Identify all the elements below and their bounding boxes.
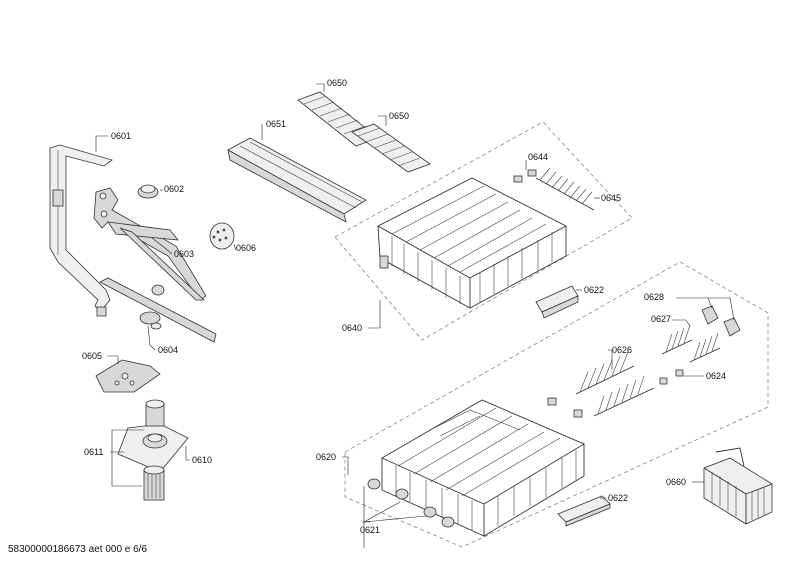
part-0611-filter-cylinder [143,399,165,501]
upper-basket-assembly-outline [334,121,633,341]
leader-0605 [107,355,119,364]
part-0606-filter-disc [209,222,235,250]
leader-0650-b [378,115,387,126]
part-0660-cutlery-basket [703,447,773,525]
part-0602-nut [137,184,159,199]
part-0621-wheels [367,478,455,528]
part-0626-tine-racks [575,351,655,417]
part-0610-flat-filter [117,423,189,473]
leader-0603 [151,237,173,255]
label-0628: 0628 [644,292,664,302]
leader-0640 [368,300,381,329]
label-0602: 0602 [164,184,184,194]
label-0660: 0660 [666,477,686,487]
part-0624-clips [547,369,684,418]
part-0645-tine-rack [535,167,595,211]
leader-0611 [110,429,144,487]
lower-basket-assembly-outline [344,261,769,548]
label-0606: 0606 [236,243,256,253]
label-0603: 0603 [174,249,194,259]
label-0651: 0651 [266,119,286,129]
label-0604: 0604 [158,345,178,355]
part-0603-upper-spray-arm [93,187,207,301]
part-0604-lower-spray-arm [99,277,217,343]
label-0622-lower: 0622 [608,493,628,503]
label-0645: 0645 [601,193,621,203]
part-0622-handle-lower [557,495,611,527]
part-0620-lower-basket [381,399,585,537]
leader-0627 [672,319,691,327]
label-0601: 0601 [111,131,131,141]
leader-0620 [342,456,349,475]
leader-0621 [362,486,427,548]
part-0640-upper-basket [377,177,567,309]
label-0650-b: 0650 [389,111,409,121]
label-0644: 0644 [528,152,548,162]
label-0620: 0620 [316,452,336,462]
label-0621: 0621 [360,525,380,535]
leader-0604 [147,325,156,351]
label-0605: 0605 [82,351,102,361]
leader-0601 [95,135,108,152]
leader-0606 [233,243,237,251]
label-0611: 0611 [84,447,103,457]
part-0627-tine-racks [661,324,721,363]
part-0603-spray-arm-bar [107,221,206,301]
document-code: 58300000186673 aet 000 e 6/6 [8,544,148,555]
label-0650-a: 0650 [327,78,347,88]
part-0601-supply-pipe [49,144,113,317]
leader-0626 [608,349,613,370]
leader-0650-a [316,83,325,92]
label-0626: 0626 [612,345,632,355]
label-0640: 0640 [342,323,362,333]
label-0622-upper: 0622 [584,285,604,295]
leader-0628 [676,297,735,321]
part-0628-holders [701,305,741,337]
part-0605-microfilter [95,359,161,393]
label-0610: 0610 [192,455,212,465]
part-0622-handle-upper [535,285,579,319]
label-0624: 0624 [706,371,726,381]
part-0650-tine-row-b [351,123,431,173]
leader-0610 [185,446,190,461]
part-0644-clip [513,169,537,183]
label-0627: 0627 [651,314,671,324]
part-0651-cutlery-tray [227,137,367,223]
